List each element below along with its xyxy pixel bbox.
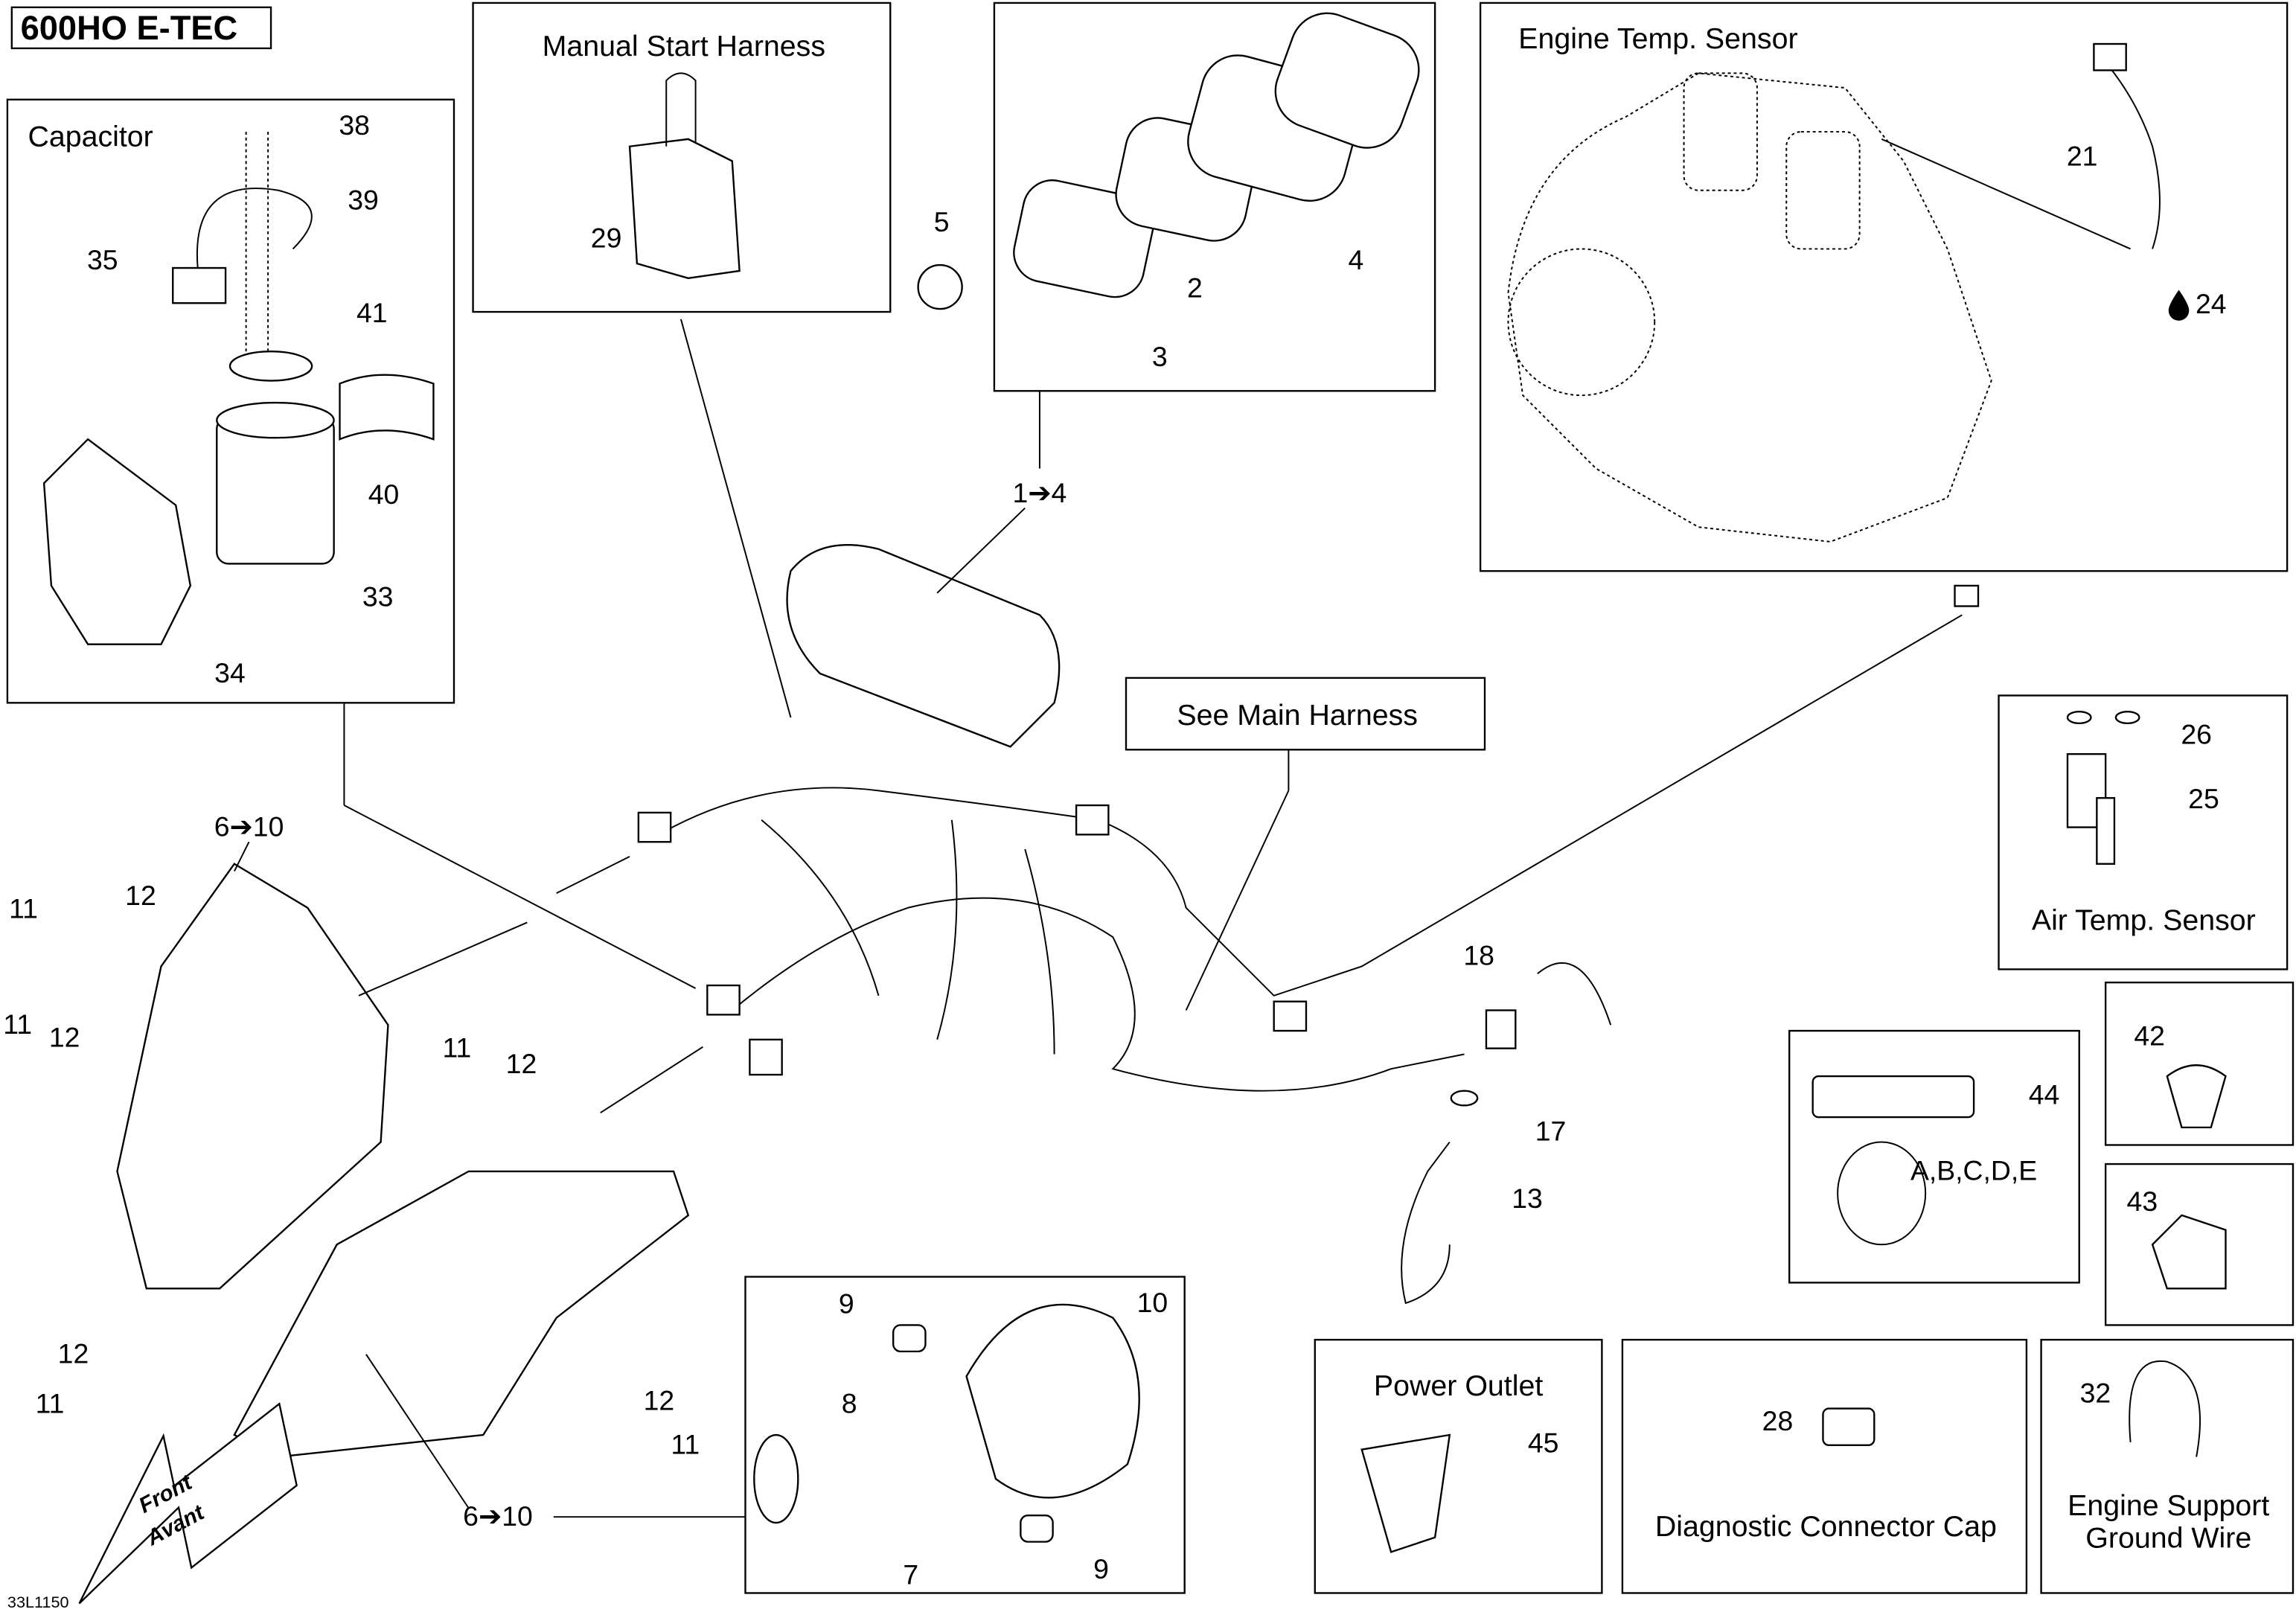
callout-label[interactable]: 39	[348, 184, 379, 215]
power-outlet-title: Power Outlet	[1374, 1369, 1543, 1402]
callout-label[interactable]: 11	[36, 1388, 65, 1419]
manual-start-harness-title: Manual Start Harness	[543, 30, 825, 63]
power-outlet-box	[1314, 1338, 1603, 1594]
callout-label[interactable]: 13	[1512, 1183, 1543, 1214]
air-temp-sensor-title: Air Temp. Sensor	[2032, 904, 2256, 936]
callout-label[interactable]: 32	[2080, 1378, 2111, 1409]
part-43-box	[2104, 1163, 2295, 1326]
part-44-box	[1788, 1029, 2080, 1284]
ground-wire-title-line2: Ground Wire	[2085, 1522, 2251, 1555]
diagnostic-connector-cap-box	[1621, 1338, 2028, 1594]
model-title: 600HO E-TEC	[21, 9, 238, 47]
wiring-harness	[637, 584, 1980, 1092]
gauge-box	[993, 1, 1436, 392]
engine-illustration	[1507, 42, 2161, 543]
callout-label[interactable]: 11	[671, 1429, 700, 1460]
callout-label[interactable]: 7	[903, 1559, 918, 1590]
callout-label[interactable]: A,B,C,D,E	[1910, 1155, 2037, 1186]
callout-label[interactable]: 10	[1137, 1287, 1168, 1318]
ground-wire-title-line1: Engine Support	[2068, 1489, 2269, 1522]
callout-label[interactable]: 44	[2029, 1078, 2060, 1110]
tether-cord	[1401, 962, 1612, 1305]
callout-label[interactable]: 26	[2181, 718, 2212, 749]
callout-label[interactable]: 1➔4	[1012, 477, 1067, 508]
callout-label[interactable]: 6➔10	[463, 1500, 533, 1532]
callout-label[interactable]: 12	[58, 1338, 89, 1369]
callout-label[interactable]: 17	[1535, 1116, 1567, 1147]
callout-label[interactable]: 41	[356, 297, 388, 328]
see-main-harness-label: See Main Harness	[1177, 699, 1418, 732]
air-temp-sensor-box	[1998, 694, 2289, 970]
callout-label[interactable]: 18	[1463, 939, 1494, 970]
callout-label[interactable]: 42	[2134, 1020, 2165, 1052]
callout-label[interactable]: 21	[2067, 140, 2098, 171]
leader-lines	[233, 319, 1290, 1518]
part-42-box	[2104, 981, 2295, 1146]
manual-start-harness-part	[628, 72, 741, 280]
drop-icon	[2168, 290, 2190, 321]
callout-label[interactable]: 33	[362, 581, 394, 612]
engine-temp-sensor-title: Engine Temp. Sensor	[1518, 22, 1797, 55]
capacitor-parts	[42, 132, 435, 645]
callout-label[interactable]: 5	[934, 206, 950, 237]
callout-label[interactable]: 12	[125, 880, 156, 911]
callout-label[interactable]: 38	[339, 109, 370, 141]
callout-label[interactable]: 3	[1152, 341, 1168, 372]
callout-label[interactable]: 6➔10	[214, 810, 284, 842]
callout-label[interactable]: 43	[2127, 1186, 2158, 1217]
callout-label[interactable]: 12	[506, 1048, 537, 1079]
headlight-bulb-box	[744, 1276, 1186, 1594]
callout-label[interactable]: 8	[842, 1388, 857, 1419]
callout-label[interactable]: 40	[368, 479, 400, 510]
callout-label[interactable]: 35	[87, 244, 118, 275]
capacitor-title: Capacitor	[28, 121, 153, 153]
gauge-parts	[917, 12, 1420, 310]
callout-label[interactable]: 4	[1348, 244, 1363, 275]
part-code: 33L1150	[7, 1593, 69, 1611]
see-main-harness-box[interactable]	[1125, 677, 1486, 751]
diagnostic-connector-cap-title: Diagnostic Connector Cap	[1655, 1510, 1997, 1543]
callout-label[interactable]: 45	[1528, 1427, 1559, 1459]
headlight-assembly	[116, 863, 690, 1458]
callout-label[interactable]: 34	[214, 657, 246, 688]
callout-label[interactable]: 24	[2196, 288, 2227, 319]
callout-label[interactable]: 28	[1762, 1405, 1794, 1436]
engine-temp-sensor-box	[1479, 1, 2289, 572]
callout-label[interactable]: 12	[49, 1022, 80, 1053]
callout-label[interactable]: 25	[2188, 783, 2219, 814]
capacitor-box	[6, 98, 455, 704]
ground-wire-box	[2040, 1338, 2295, 1594]
callout-label[interactable]: 11	[9, 893, 38, 924]
model-title-box	[10, 6, 272, 50]
callout-label[interactable]: 12	[644, 1385, 675, 1416]
manual-start-harness-box	[472, 1, 892, 313]
callout-label[interactable]: 9	[839, 1288, 854, 1320]
callout-label[interactable]: 29	[591, 222, 622, 253]
gauge-assembly	[786, 544, 1061, 748]
callout-label[interactable]: 11	[443, 1032, 472, 1063]
callout-label[interactable]: 9	[1093, 1553, 1109, 1584]
small-parts	[753, 1064, 2227, 1553]
air-temp-sensor-part	[2066, 710, 2140, 865]
front-arrow: Front Avant	[78, 1402, 298, 1605]
callout-label[interactable]: 11	[3, 1008, 32, 1040]
callout-label[interactable]: 2	[1187, 272, 1203, 303]
